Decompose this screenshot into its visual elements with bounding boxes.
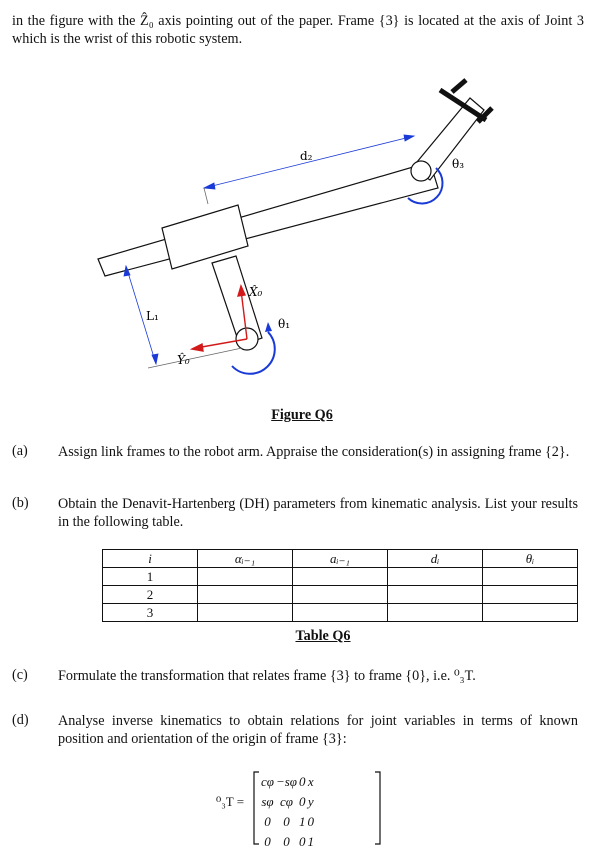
matrix-row: 0 0 0 1 bbox=[260, 832, 315, 852]
table-cell bbox=[197, 567, 293, 586]
L1-dimension bbox=[123, 264, 243, 369]
theta1-label: θ₁ bbox=[278, 317, 290, 331]
table-row: 3 bbox=[102, 603, 578, 622]
table-row: 2 bbox=[102, 585, 578, 604]
matrix-cell: 0 bbox=[264, 814, 271, 829]
question-c-text: Formulate the transformation that relate… bbox=[58, 668, 476, 684]
table-row: 1 bbox=[102, 567, 578, 586]
X0-label: X̂₀ bbox=[248, 284, 263, 299]
question-a-text: Assign link frames to the robot arm. App… bbox=[58, 444, 570, 460]
header-a: aᵢ₋₁ bbox=[292, 549, 388, 568]
matrix-cell: 0 bbox=[299, 794, 306, 809]
question-b-text: Obtain the Denavit-Hartenberg (DH) param… bbox=[58, 496, 578, 530]
d2-dimension bbox=[202, 134, 416, 205]
theta3-label: θ₃ bbox=[452, 157, 464, 171]
matrix-body: cφ −sφ 0 x sφ cφ 0 y 0 0 1 0 0 0 0 1 bbox=[260, 772, 315, 852]
matrix-cell: 1 bbox=[307, 834, 315, 849]
table-cell: 1 bbox=[102, 567, 198, 586]
matrix-brackets bbox=[253, 771, 381, 845]
table-cell bbox=[292, 585, 388, 604]
matrix-cell: x bbox=[307, 774, 314, 789]
matrix-cell: 0 bbox=[299, 774, 306, 789]
header-d: dᵢ bbox=[387, 549, 483, 568]
header-i: i bbox=[102, 549, 198, 568]
theta3-arc bbox=[407, 167, 444, 205]
matrix-cell: −sφ bbox=[275, 774, 297, 789]
matrix-cell: 0 bbox=[307, 814, 315, 829]
robot-arm-figure: d₂ θ₃ L₁ X̂₀ Ŷ₀ θ₁ bbox=[97, 78, 494, 375]
table-cell bbox=[292, 567, 388, 586]
table-cell: 3 bbox=[102, 603, 198, 622]
theta1-arrowhead bbox=[265, 322, 272, 332]
matrix-row: 0 0 1 0 bbox=[260, 812, 315, 832]
L1-label: L₁ bbox=[146, 309, 159, 323]
X0-axis bbox=[237, 283, 248, 340]
table-cell bbox=[387, 603, 483, 622]
intro-text: in the figure with the Ẑ₀ axis pointing … bbox=[12, 13, 584, 47]
question-a-label: (a) bbox=[12, 443, 28, 459]
matrix-cell: y bbox=[307, 794, 314, 809]
header-theta: θᵢ bbox=[482, 549, 578, 568]
Y0-axis bbox=[189, 338, 248, 352]
question-b-label: (b) bbox=[12, 495, 29, 511]
matrix-cell: sφ bbox=[261, 794, 274, 809]
table-cell bbox=[387, 567, 483, 586]
matrix-cell: 1 bbox=[299, 814, 306, 829]
question-c-label: (c) bbox=[12, 667, 28, 683]
gripper bbox=[438, 78, 494, 124]
matrix-cell: 0 bbox=[299, 834, 306, 849]
matrix-cell: 0 bbox=[283, 814, 290, 829]
Y0-label: Ŷ₀ bbox=[177, 352, 190, 367]
matrix-cell: 0 bbox=[283, 834, 290, 849]
question-d-label: (d) bbox=[12, 712, 29, 728]
matrix-row: sφ cφ 0 y bbox=[260, 792, 315, 812]
d2-label: d₂ bbox=[300, 149, 313, 163]
matrix-cell: cφ bbox=[261, 774, 274, 789]
header-alpha: αᵢ₋₁ bbox=[197, 549, 293, 568]
table-cell bbox=[482, 603, 578, 622]
wrist-joint bbox=[410, 160, 432, 182]
table-cell bbox=[197, 603, 293, 622]
dh-parameter-table: i αᵢ₋₁ aᵢ₋₁ dᵢ θᵢ 1 2 3 bbox=[102, 549, 578, 622]
table-cell bbox=[292, 603, 388, 622]
matrix-cell: cφ bbox=[280, 794, 293, 809]
table-cell bbox=[482, 585, 578, 604]
table-cell bbox=[197, 585, 293, 604]
table-cell: 2 bbox=[102, 585, 198, 604]
matrix-cell: 0 bbox=[264, 834, 271, 849]
question-d-text: Analyse inverse kinematics to obtain rel… bbox=[58, 713, 578, 747]
figure-caption: Figure Q6 bbox=[271, 407, 333, 423]
table-cell bbox=[482, 567, 578, 586]
table-cell bbox=[387, 585, 483, 604]
matrix-row: cφ −sφ 0 x bbox=[260, 772, 315, 792]
matrix-lhs: ⁰₃T = bbox=[216, 794, 245, 809]
table-caption: Table Q6 bbox=[295, 628, 351, 644]
table-header-row: i αᵢ₋₁ aᵢ₋₁ dᵢ θᵢ bbox=[102, 549, 578, 568]
base-link bbox=[97, 97, 485, 347]
theta1-arc bbox=[231, 331, 276, 375]
